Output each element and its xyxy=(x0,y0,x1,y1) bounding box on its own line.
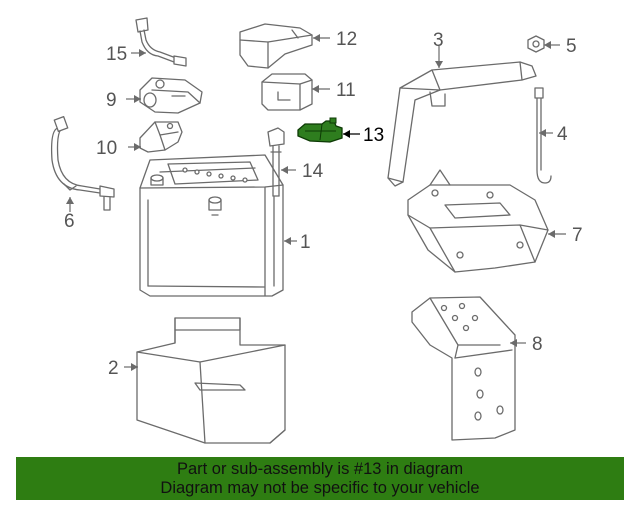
label-part-1: 1 xyxy=(300,232,311,253)
label-part-8: 8 xyxy=(532,334,543,355)
banner-line-2: Diagram may not be specific to your vehi… xyxy=(160,478,480,497)
label-part-6: 6 xyxy=(64,211,75,232)
label-part-7: 7 xyxy=(572,225,583,246)
label-part-4: 4 xyxy=(557,124,568,145)
label-part-3: 3 xyxy=(433,30,444,51)
label-part-14: 14 xyxy=(302,161,324,182)
highlighted-part-13 xyxy=(297,117,343,143)
small-bracket xyxy=(139,121,183,153)
sensor-harness xyxy=(50,116,115,211)
terminal-cover xyxy=(239,23,313,69)
vent-tube xyxy=(267,127,285,197)
info-banner: Part or sub-assembly is #13 in diagram D… xyxy=(16,457,624,500)
label-part-9: 9 xyxy=(106,90,117,111)
terminal-clamp xyxy=(139,77,203,114)
label-part-5: 5 xyxy=(566,36,577,57)
battery-support xyxy=(407,169,549,273)
battery xyxy=(139,154,284,297)
label-part-10: 10 xyxy=(96,138,117,159)
label-part-13: 13 xyxy=(363,125,384,146)
label-part-12: 12 xyxy=(336,29,357,50)
hold-down-rod xyxy=(534,87,552,184)
parts-diagram: 1 2 3 4 5 xyxy=(50,17,583,444)
battery-tray xyxy=(136,317,286,444)
label-part-2: 2 xyxy=(108,358,119,379)
nut xyxy=(527,35,545,53)
lower-bracket xyxy=(411,296,516,441)
label-part-11: 11 xyxy=(336,80,356,101)
battery-clamp xyxy=(387,61,537,187)
label-part-15: 15 xyxy=(106,44,127,65)
banner-line-1: Part or sub-assembly is #13 in diagram xyxy=(176,459,464,478)
fuse-block xyxy=(261,73,313,111)
ground-cable xyxy=(135,17,187,67)
